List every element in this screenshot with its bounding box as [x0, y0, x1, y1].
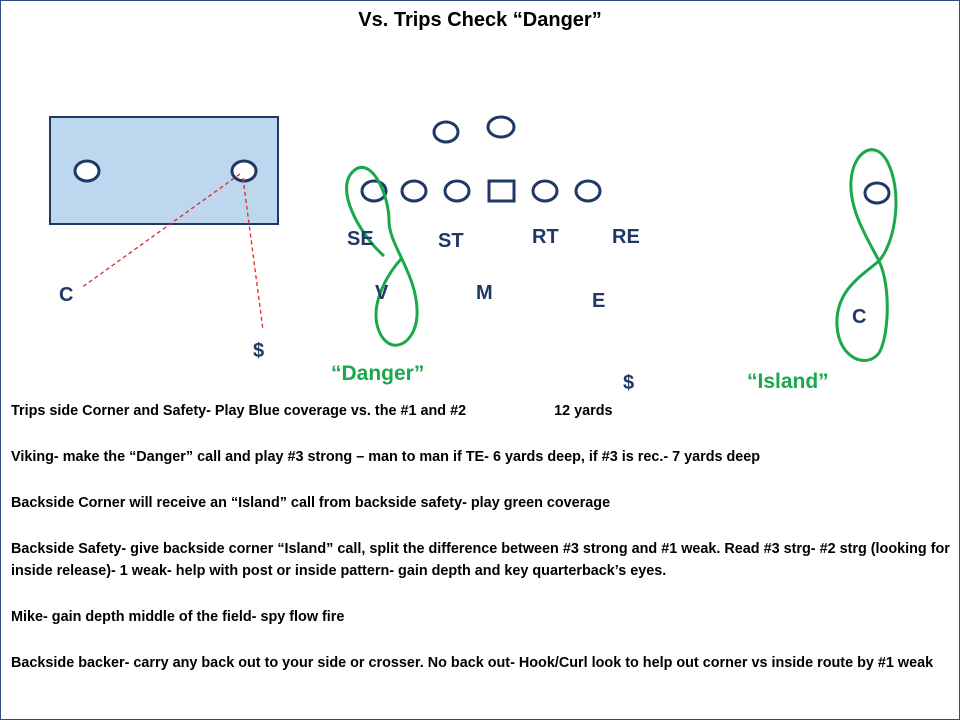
note-backside-corner: Backside Corner will receive an “Island”… — [11, 495, 611, 511]
island-green-coverage — [835, 148, 898, 362]
island-call: “Island” — [747, 370, 829, 393]
safety-read-line — [242, 177, 264, 331]
offense-tackle-right — [574, 179, 602, 203]
slide-title: Vs. Trips Check “Danger” — [358, 9, 602, 31]
receiver-2-strong — [230, 159, 258, 183]
note-backside-safety: Backside Safety- give backside corner “I… — [11, 541, 950, 579]
label-safety-strong: $ — [253, 340, 264, 362]
note-trips-side-depth: 12 yards — [554, 403, 613, 419]
back-left — [432, 120, 460, 144]
note-mike: Mike- gain depth middle of the field- sp… — [11, 609, 345, 625]
label-st: ST — [438, 230, 464, 252]
coaching-notes: Trips side Corner and Safety- Play Blue … — [11, 400, 951, 698]
offense-tackle-left — [400, 179, 428, 203]
label-re: RE — [612, 226, 640, 248]
back-right — [486, 115, 516, 139]
label-end: E — [592, 290, 605, 312]
receiver-1-weak — [863, 181, 891, 205]
viking-green-coverage — [345, 165, 419, 347]
label-safety-weak: $ — [623, 372, 634, 394]
label-mike: M — [476, 282, 493, 304]
offense-guard-left — [443, 179, 471, 203]
danger-call: “Danger” — [331, 362, 424, 385]
corner-read-line — [80, 173, 241, 289]
note-backside-backer: Backside backer- carry any back out to y… — [11, 655, 934, 671]
label-corner-strong: C — [59, 284, 73, 306]
label-viking: V — [375, 282, 389, 304]
note-viking: Viking- make the “Danger” call and play … — [11, 449, 761, 465]
offense-guard-right — [531, 179, 559, 203]
note-trips-side-text: Trips side Corner and Safety- Play Blue … — [11, 403, 467, 419]
label-corner-weak: C — [852, 306, 866, 328]
note-trips-side: Trips side Corner and Safety- Play Blue … — [11, 400, 951, 422]
offense-center — [487, 179, 516, 203]
label-se: SE — [347, 228, 374, 250]
play-diagram: SE ST RT RE C V M E C $ $ “Danger” “Isla… — [49, 115, 898, 394]
receiver-1-strong — [73, 159, 101, 183]
label-rt: RT — [532, 226, 559, 248]
